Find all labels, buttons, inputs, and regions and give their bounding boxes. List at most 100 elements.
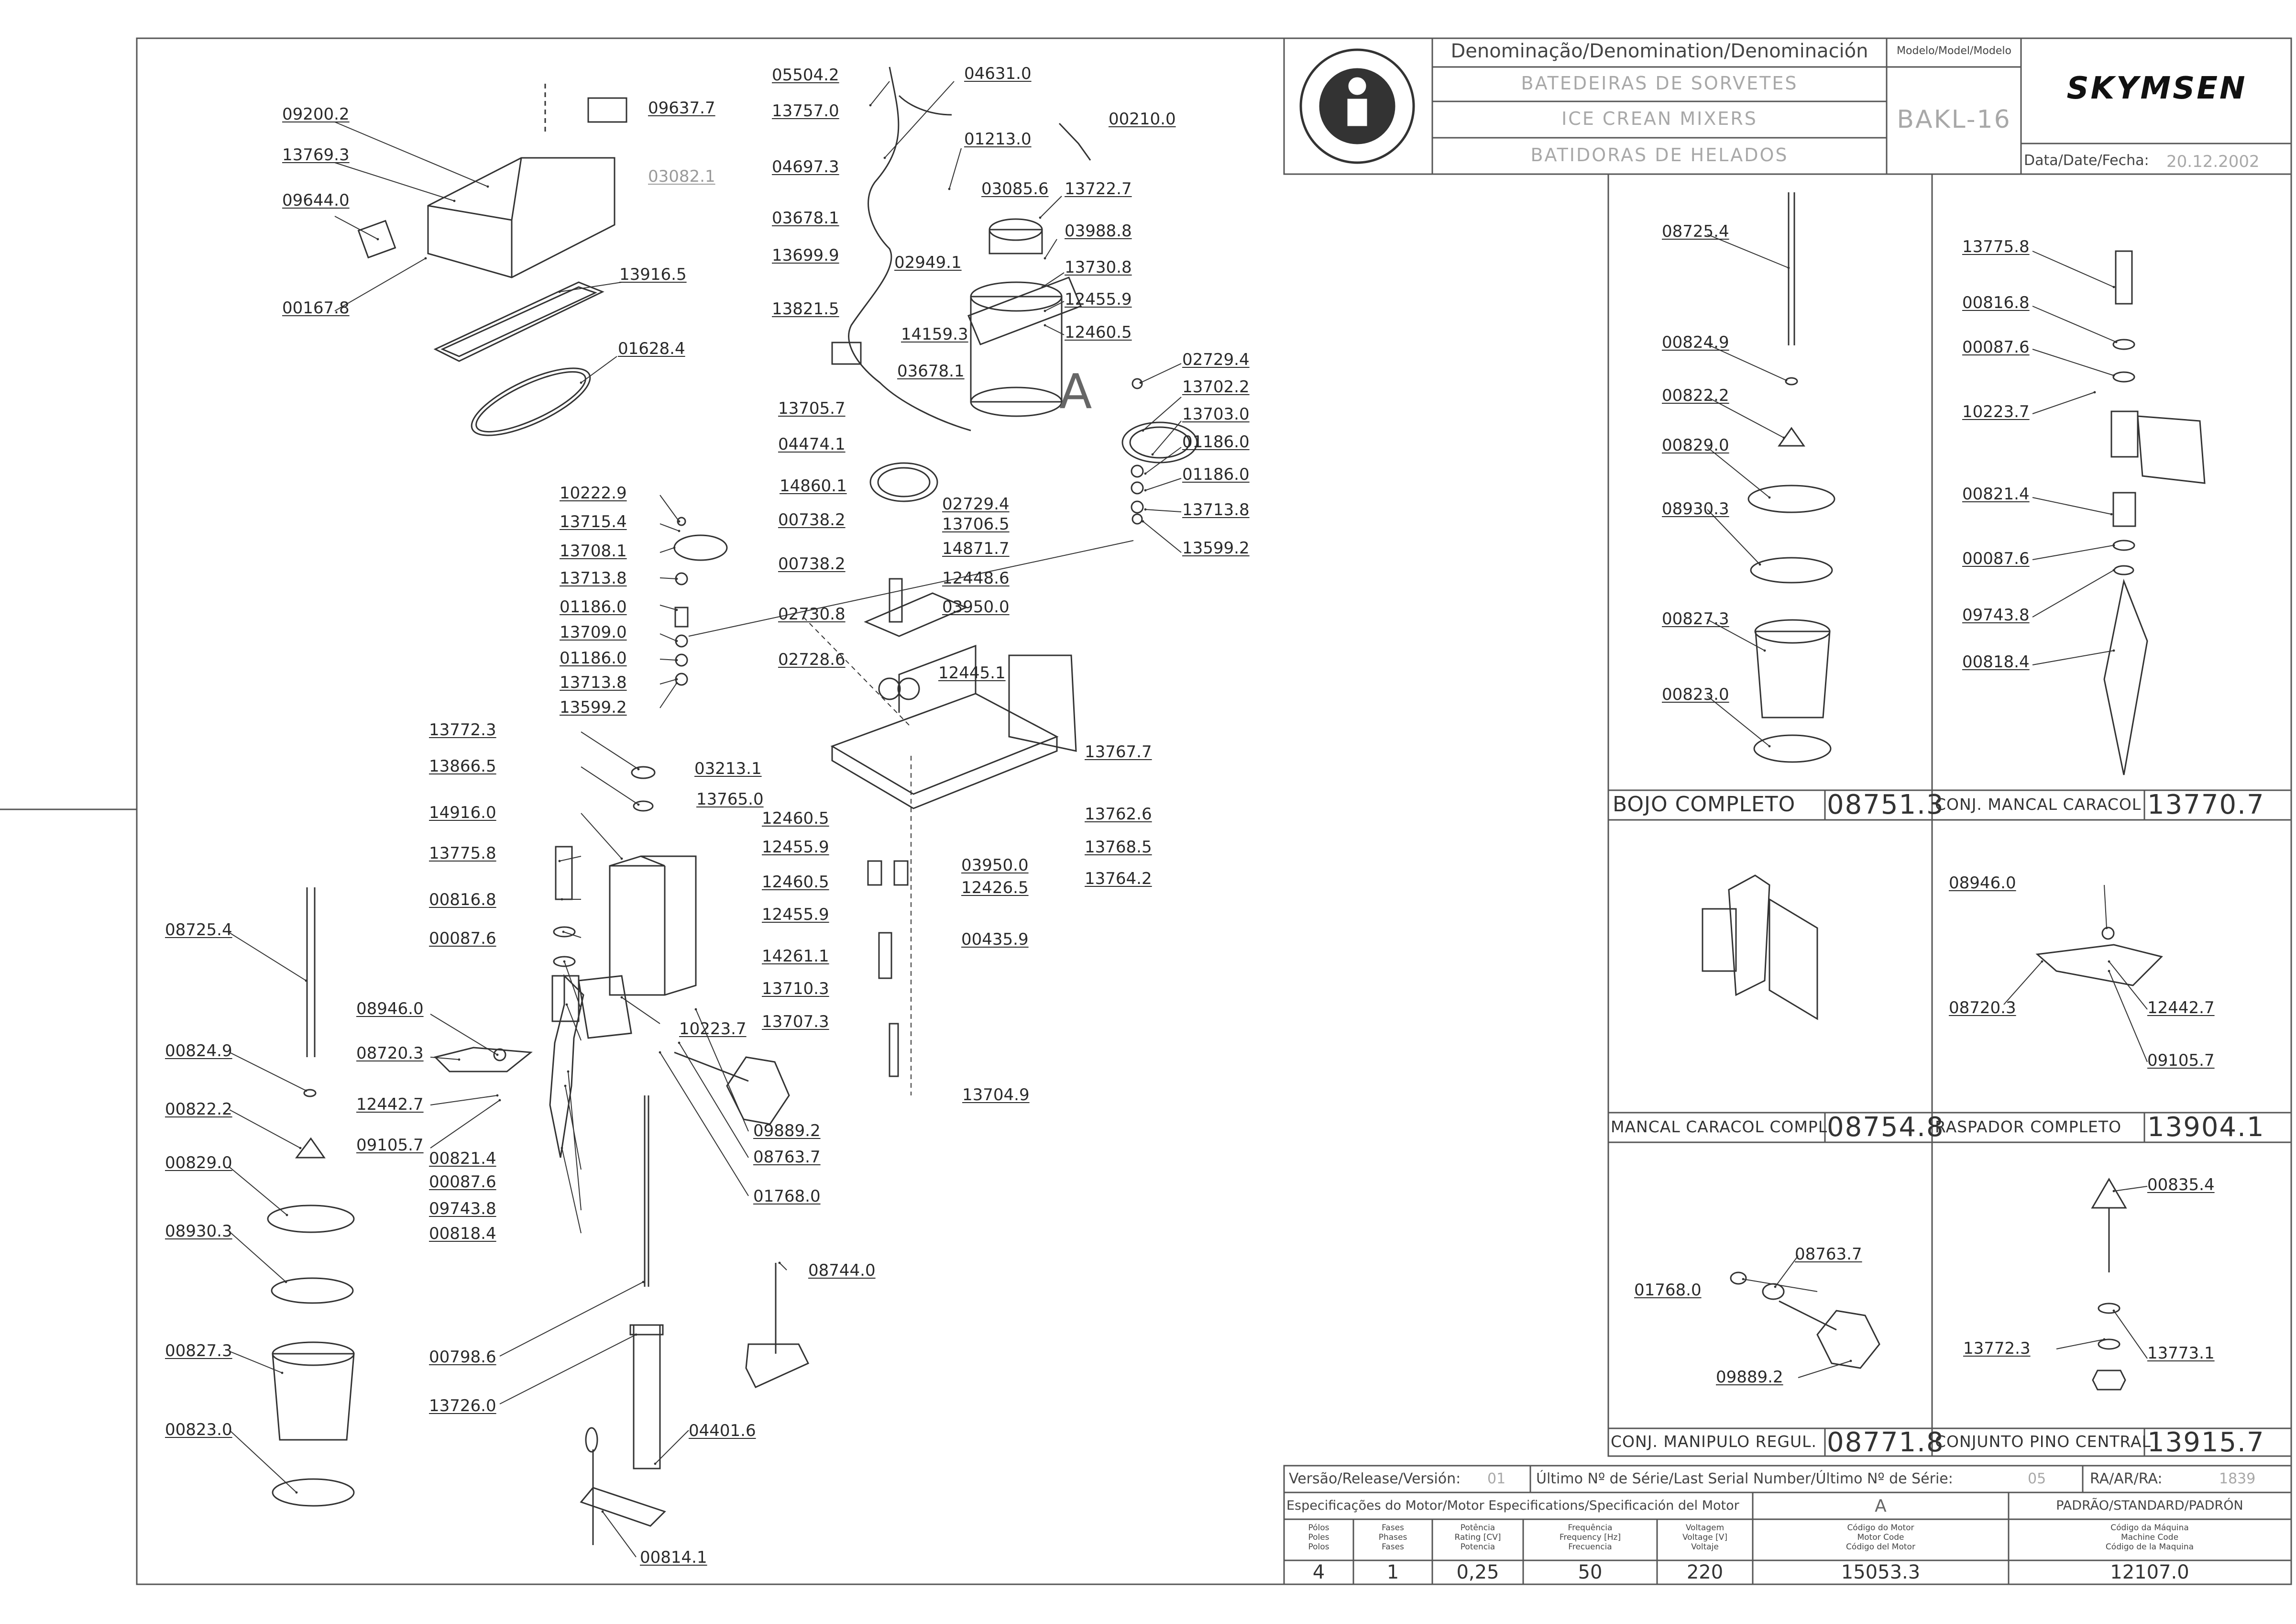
- part-drawings: [267, 66, 2206, 1545]
- part-label: 09200.2: [282, 105, 350, 124]
- part-label: 13757.0: [772, 101, 839, 121]
- part-label: 01213.0: [964, 130, 1032, 149]
- part-label: 13705.7: [778, 399, 846, 418]
- part-label: 12426.5: [961, 878, 1029, 897]
- denomination-header: Denominação/Denomination/Denominación: [1450, 40, 1868, 62]
- part-label: 12448.6: [942, 569, 1010, 588]
- part-label: 08725.4: [165, 920, 232, 939]
- part-label: 09105.7: [2147, 1051, 2215, 1070]
- brand-logo-text: SKYMSEN: [2066, 71, 2247, 106]
- title-block-grid: [1283, 37, 2292, 175]
- spec-value-rating: 0,25: [1456, 1561, 1499, 1583]
- part-label: 08744.0: [808, 1261, 876, 1280]
- version-label: Versão/Release/Versión:: [1289, 1470, 1461, 1487]
- part-label: 08725.4: [1662, 222, 1729, 241]
- part-label: 13726.0: [429, 1396, 496, 1415]
- serial-label: Último Nº de Série/Last Serial Number/Úl…: [1536, 1470, 1953, 1487]
- part-label: 13713.8: [1182, 500, 1250, 519]
- spec-table-grid: [1283, 1465, 2292, 1585]
- part-label: 03082.1: [648, 167, 715, 186]
- part-label: 00829.0: [165, 1153, 232, 1172]
- part-label: 09743.8: [1962, 606, 2030, 625]
- spec-header-poles: Pólos Poles Polos: [1308, 1523, 1329, 1552]
- part-label: 00818.4: [1962, 652, 2030, 672]
- part-label: 03678.1: [772, 209, 839, 228]
- part-label: 02729.4: [1182, 350, 1250, 369]
- part-label: 00821.4: [1962, 485, 2030, 504]
- spec-value-phases: 1: [1386, 1561, 1399, 1583]
- part-label: 10223.7: [1962, 402, 2030, 421]
- part-label: 13764.2: [1085, 869, 1152, 888]
- part-label: 00824.9: [165, 1041, 232, 1061]
- kit-name: CONJ. MANIPULO REGUL.: [1611, 1432, 1817, 1451]
- part-label: 00816.8: [1962, 293, 2030, 312]
- part-label: 04401.6: [689, 1421, 756, 1440]
- part-label: 13765.0: [696, 790, 764, 809]
- part-label: 13916.5: [619, 265, 687, 284]
- part-label: 01768.0: [1634, 1281, 1702, 1300]
- part-label: 00822.2: [1662, 386, 1729, 405]
- kit-code: 08771.8: [1827, 1427, 1944, 1458]
- part-label: 13713.8: [560, 569, 627, 588]
- part-label: 00823.0: [1662, 685, 1729, 704]
- part-label: 04697.3: [772, 157, 839, 177]
- spec-header-frequency: Frequência Frequency [Hz] Frecuencia: [1559, 1523, 1621, 1552]
- part-label: 00821.4: [429, 1149, 496, 1168]
- part-label: 00824.9: [1662, 333, 1729, 352]
- part-label: 00167.8: [282, 298, 350, 318]
- part-label: 12442.7: [356, 1095, 424, 1114]
- motor-col-a: A: [1875, 1496, 1887, 1516]
- part-label: 03085.6: [981, 179, 1049, 199]
- spec-value-voltage: 220: [1686, 1561, 1724, 1583]
- part-label: 10223.7: [679, 1019, 747, 1038]
- part-label: 00738.2: [778, 554, 846, 574]
- part-label: 03988.8: [1065, 221, 1132, 241]
- part-label: 02949.1: [894, 253, 962, 272]
- part-label: 01628.4: [618, 339, 685, 358]
- motor-spec-header: Especificações do Motor/Motor Especifica…: [1286, 1498, 1739, 1513]
- part-label: 12460.5: [1065, 323, 1132, 342]
- part-label: 02729.4: [942, 495, 1010, 514]
- version-value: 01: [1487, 1470, 1506, 1487]
- part-label: 09637.7: [648, 99, 715, 118]
- part-label: 01186.0: [560, 649, 627, 668]
- part-label: 13709.0: [560, 623, 627, 642]
- part-label: 03950.0: [961, 856, 1029, 875]
- ra-value: 1839: [2219, 1470, 2256, 1487]
- part-label: 00798.6: [429, 1348, 496, 1367]
- spec-header-rating: Potência Rating [CV] Potencia: [1454, 1523, 1501, 1552]
- part-label: 03950.0: [942, 597, 1010, 617]
- date-label: Data/Date/Fecha:: [2024, 152, 2149, 169]
- part-label: 14261.1: [762, 947, 829, 966]
- spec-header-phases: Fases Phases Fases: [1378, 1523, 1407, 1552]
- part-label: 08930.3: [165, 1222, 232, 1241]
- part-label: 12445.1: [938, 663, 1006, 683]
- part-label: 12455.9: [1065, 290, 1132, 309]
- part-label: 14860.1: [780, 476, 847, 496]
- part-label: 13703.0: [1182, 405, 1250, 424]
- model-code: BAKL-16: [1897, 105, 2011, 134]
- part-label: 05504.2: [772, 66, 839, 85]
- part-label: 00822.2: [165, 1100, 232, 1119]
- part-label: 01768.0: [753, 1187, 821, 1206]
- part-label: 01186.0: [1182, 432, 1250, 452]
- part-label: 00835.4: [2147, 1175, 2215, 1194]
- part-label: 13704.9: [962, 1085, 1030, 1105]
- part-label: 00087.6: [1962, 338, 2030, 357]
- kit-code: 08751.3: [1827, 789, 1944, 820]
- part-label: 00818.4: [429, 1224, 496, 1243]
- part-label: 04631.0: [964, 64, 1032, 83]
- part-label: 13775.8: [1962, 237, 2030, 256]
- part-label: 00814.1: [640, 1548, 707, 1567]
- motor-callout-letter: A: [1059, 364, 1092, 420]
- machine-name-pt: BATEDEIRAS DE SORVETES: [1521, 73, 1798, 94]
- kit-name: CONJ. MANCAL CARACOL: [1935, 795, 2142, 814]
- part-label: 00829.0: [1662, 436, 1729, 455]
- spec-value-poles: 4: [1312, 1561, 1325, 1583]
- part-label: 14159.3: [901, 325, 968, 344]
- kit-name: MANCAL CARACOL COMPL.: [1611, 1117, 1833, 1136]
- part-label: 09743.8: [429, 1199, 496, 1218]
- part-label: 13722.7: [1065, 179, 1132, 199]
- part-label: 01186.0: [560, 597, 627, 617]
